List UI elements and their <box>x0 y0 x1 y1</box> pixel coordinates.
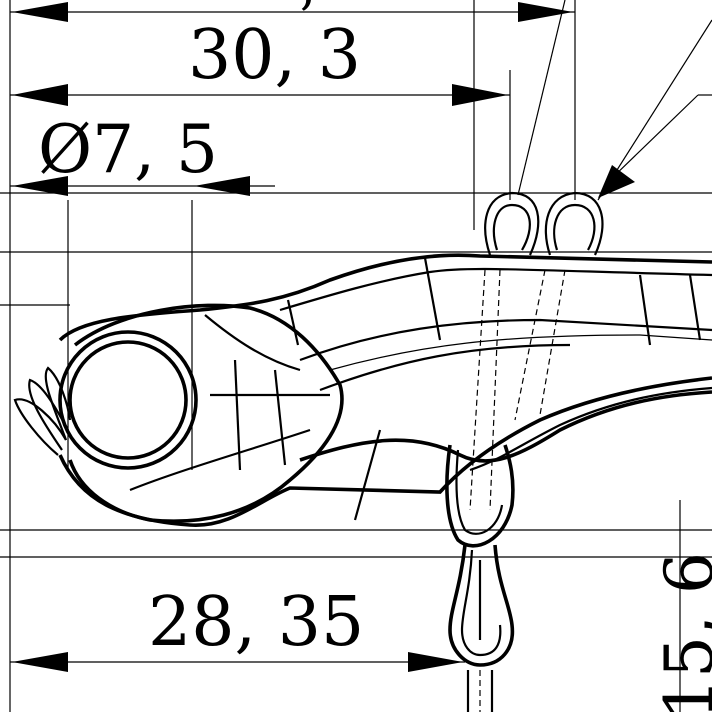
dimension-length-upper: 30, 3 <box>188 16 361 95</box>
dimension-diameter: Ø7, 5 <box>38 111 218 188</box>
dimension-height-right: 15, 6 <box>651 552 712 712</box>
lure-body <box>13 253 712 527</box>
hook-swivel <box>445 444 515 712</box>
dimension-length-lower: 28, 35 <box>148 583 364 662</box>
dimension-top-cut: , <box>300 0 316 16</box>
dimension-labels: , 30, 3 Ø7, 5 28, 35 15, 6 <box>38 0 712 712</box>
dimension-arrows <box>12 2 635 672</box>
line-ties <box>469 191 604 511</box>
